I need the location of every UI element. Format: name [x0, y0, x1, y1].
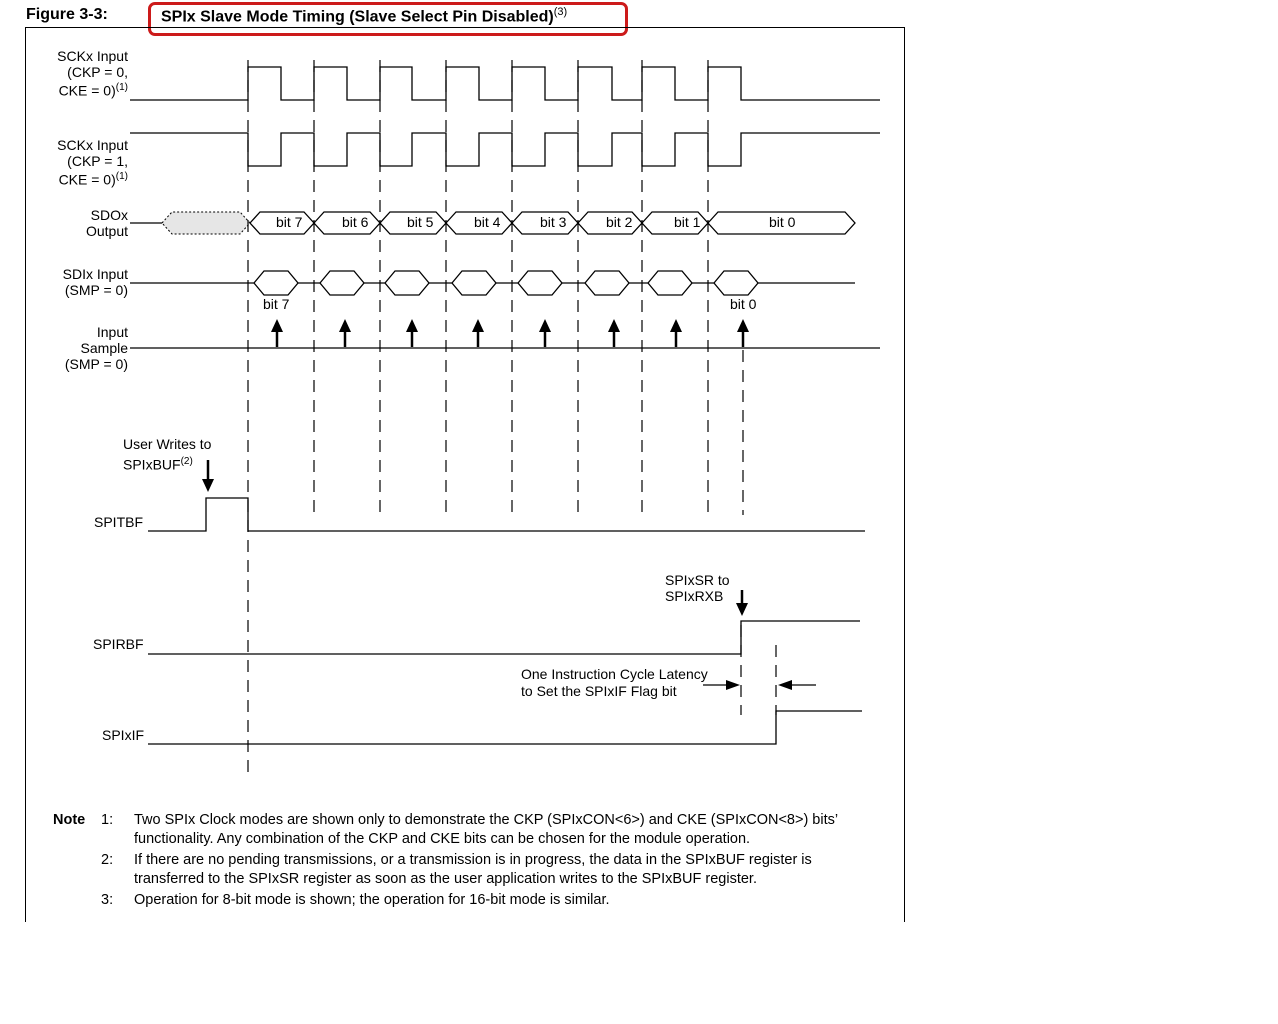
spirbf-waveform — [148, 620, 860, 655]
sdo-label: SDOx Output — [85, 207, 128, 239]
sdo-undefined-segment — [161, 211, 251, 235]
sdi-label: SDIx Input (SMP = 0) — [62, 266, 128, 298]
sdi-valid-window — [384, 270, 430, 296]
sck1-label: SCKx Input (CKP = 0, CKE = 0)(1) — [57, 48, 128, 99]
sample-arrow-head — [406, 319, 418, 332]
sample-label: Input Sample (SMP = 0) — [64, 324, 128, 372]
sample-arrow-head — [737, 319, 749, 332]
sdo-bit-label: bit 1 — [674, 214, 701, 230]
sdi-valid-window — [319, 270, 365, 296]
sdi-valid-window — [451, 270, 497, 296]
sdi-valid-window — [647, 270, 693, 296]
note-number: 3: — [101, 892, 114, 908]
sdi-valid-window — [253, 270, 299, 296]
sdi-last-bit-label: bit 0 — [730, 296, 757, 312]
user-writes-annotation: User Writes to SPIxBUF(2) — [123, 436, 212, 473]
note-number: 2: — [101, 852, 114, 868]
sdo-bit-label: bit 5 — [407, 214, 434, 230]
sample-arrow-head — [271, 319, 283, 332]
sck2-waveform — [130, 132, 880, 167]
spirbf-label: SPIRBF — [93, 636, 144, 652]
sdo-bit-label: bit 7 — [276, 214, 303, 230]
note-number: 1: — [101, 812, 114, 828]
title-footnote-ref: (3) — [553, 6, 568, 18]
sr-to-rxb-arrow-head — [736, 603, 748, 616]
spitbf-label: SPITBF — [94, 514, 144, 530]
note-text: If there are no pending transmissions, o… — [134, 852, 812, 887]
sample-arrow-head — [608, 319, 620, 332]
sample-arrow-head — [670, 319, 682, 332]
title-highlight-box — [148, 2, 628, 36]
spixif-waveform — [148, 710, 862, 745]
sdo-bit-label: bit 2 — [606, 214, 633, 230]
notes-heading: Note — [53, 812, 86, 828]
sdi-valid-window — [713, 270, 759, 296]
spixif-label: SPIxIF — [102, 727, 145, 743]
latency-arrow-right-head — [778, 680, 792, 690]
sdo-bit-cell — [707, 211, 856, 235]
sample-arrow-head — [472, 319, 484, 332]
spitbf-waveform — [148, 497, 865, 532]
sr-to-rxb-annotation: SPIxSR to SPIxRXB — [665, 572, 730, 604]
latency-arrow-left-head — [726, 680, 740, 690]
figure-label: Figure 3-3: — [26, 6, 108, 23]
figure-title: SPIx Slave Mode Timing (Slave Select Pin… — [161, 6, 568, 26]
sck1-waveform — [130, 66, 880, 101]
sdi-valid-window — [584, 270, 630, 296]
latency-annotation: One Instruction Cycle Latency to Set the… — [521, 666, 708, 699]
sdi-valid-window — [517, 270, 563, 296]
sdo-bit-label: bit 4 — [474, 214, 501, 230]
note-text: Two SPIx Clock modes are shown only to d… — [134, 812, 839, 847]
sdi-first-bit-label: bit 7 — [263, 296, 290, 312]
sck2-label: SCKx Input (CKP = 1, CKE = 0)(1) — [57, 137, 128, 188]
sample-arrow-head — [339, 319, 351, 332]
sdo-bit-label: bit 0 — [769, 214, 796, 230]
user-write-arrow-head — [202, 479, 214, 492]
figure-frame — [25, 27, 905, 922]
sdo-bit-label: bit 6 — [342, 214, 369, 230]
sdo-bit-label: bit 3 — [540, 214, 567, 230]
note-text: Operation for 8-bit mode is shown; the o… — [134, 892, 610, 908]
sample-arrow-head — [539, 319, 551, 332]
